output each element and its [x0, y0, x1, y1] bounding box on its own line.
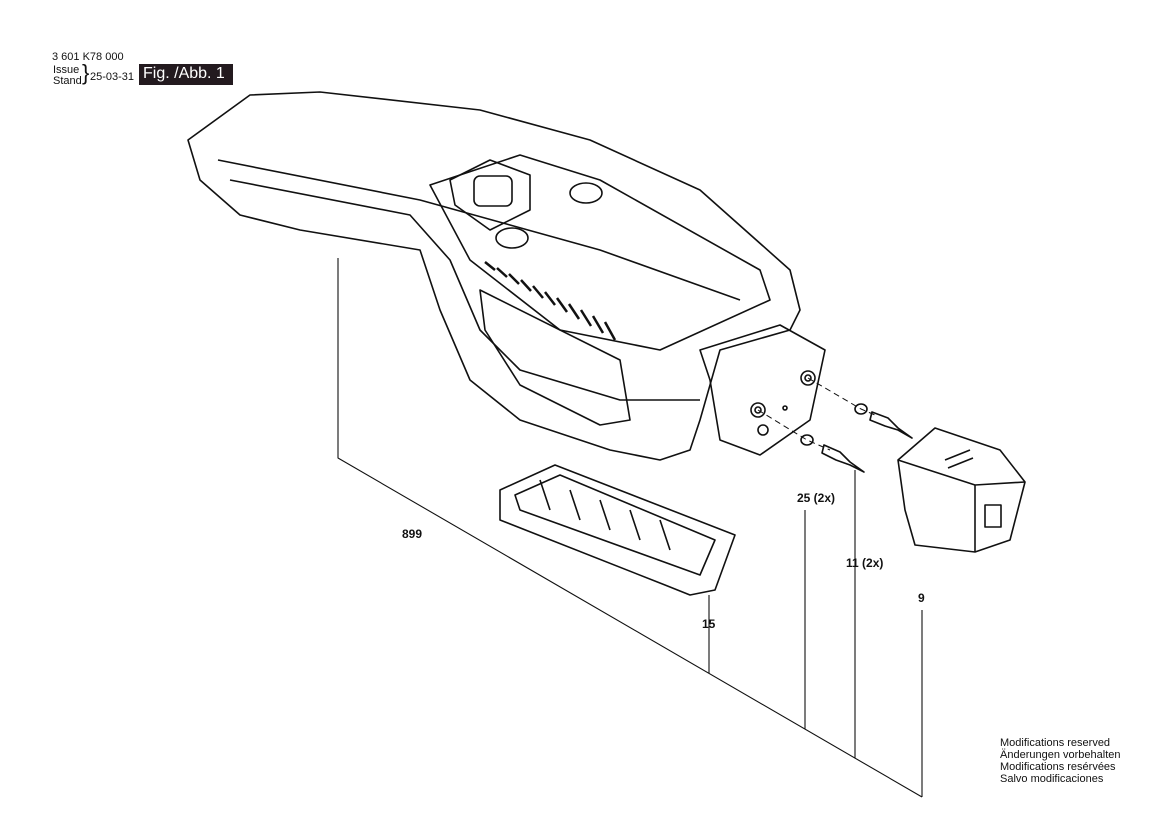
- issue-date: 25-03-31: [90, 71, 135, 83]
- stand-label: Stand: [53, 75, 82, 87]
- washer-part-25: [800, 434, 814, 446]
- washer-part-25: [854, 403, 868, 415]
- alignment-lines: [757, 377, 876, 451]
- device-housing: [187, 91, 826, 461]
- part-label-11: 11 (2x): [846, 556, 884, 570]
- part-label-15: 15: [702, 617, 716, 631]
- issue-label: Issue: [53, 64, 80, 76]
- battery-cover-part-15: [499, 464, 736, 596]
- part-number: 3 601 K78 000: [52, 51, 124, 63]
- part-label-899: 899: [402, 527, 423, 541]
- issue-stand-label: Issue Stand: [53, 65, 82, 87]
- notice-line-en: Modifications reserved: [1000, 737, 1111, 749]
- notice-line-fr: Modifications resérvées: [1000, 761, 1116, 773]
- protective-cap-part-9: [897, 427, 1026, 553]
- probe-pin-part-11: [821, 411, 913, 473]
- part-label-25: 25 (2x): [797, 491, 836, 505]
- modifications-notice: Modifications reserved Änderungen vorbeh…: [1000, 737, 1120, 785]
- part-label-9: 9: [918, 591, 925, 605]
- figure-label: Fig. /Abb. 1: [139, 64, 233, 85]
- brace-glyph: }: [82, 60, 90, 85]
- notice-line-es: Salvo modificaciones: [1000, 773, 1104, 785]
- notice-line-de: Änderungen vorbehalten: [1000, 749, 1121, 761]
- leader-lines: [337, 258, 923, 798]
